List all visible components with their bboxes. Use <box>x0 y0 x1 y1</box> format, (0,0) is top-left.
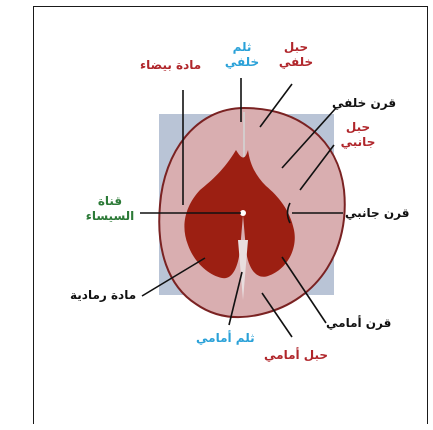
lateral-horn-label: قرن جانبي <box>345 206 409 221</box>
lateral-column-label: حبل جانبي <box>338 120 378 150</box>
posterior-column-label: حبل خلفي <box>276 40 316 70</box>
central-canal-label: قناة السيساء <box>82 194 138 224</box>
central-canal-label-line2: السيساء <box>82 209 138 224</box>
white-matter-label: مادة بيضاء <box>140 58 201 73</box>
anterior-column-label: حبل أمامي <box>264 348 328 363</box>
posterior-sulcus-label-line2: خلفي <box>222 55 262 70</box>
posterior-column-label-line2: خلفي <box>276 55 316 70</box>
posterior-horn-label: قرن خلفي <box>332 96 396 111</box>
posterior-sulcus-label-line1: ثلم <box>222 40 262 55</box>
lateral-column-label-line1: حبل <box>338 120 378 135</box>
grey-matter-label: مادة رمادية <box>70 288 136 303</box>
posterior-sulcus-label: ثلم خلفي <box>222 40 262 70</box>
posterior-column-label-line1: حبل <box>276 40 316 55</box>
lateral-column-label-line2: جانبي <box>338 135 378 150</box>
anterior-horn-label: قرن أمامي <box>326 316 391 331</box>
anterior-fissure-label: ثلم أمامي <box>196 331 255 346</box>
central-canal-label-line1: قناة <box>82 194 138 209</box>
